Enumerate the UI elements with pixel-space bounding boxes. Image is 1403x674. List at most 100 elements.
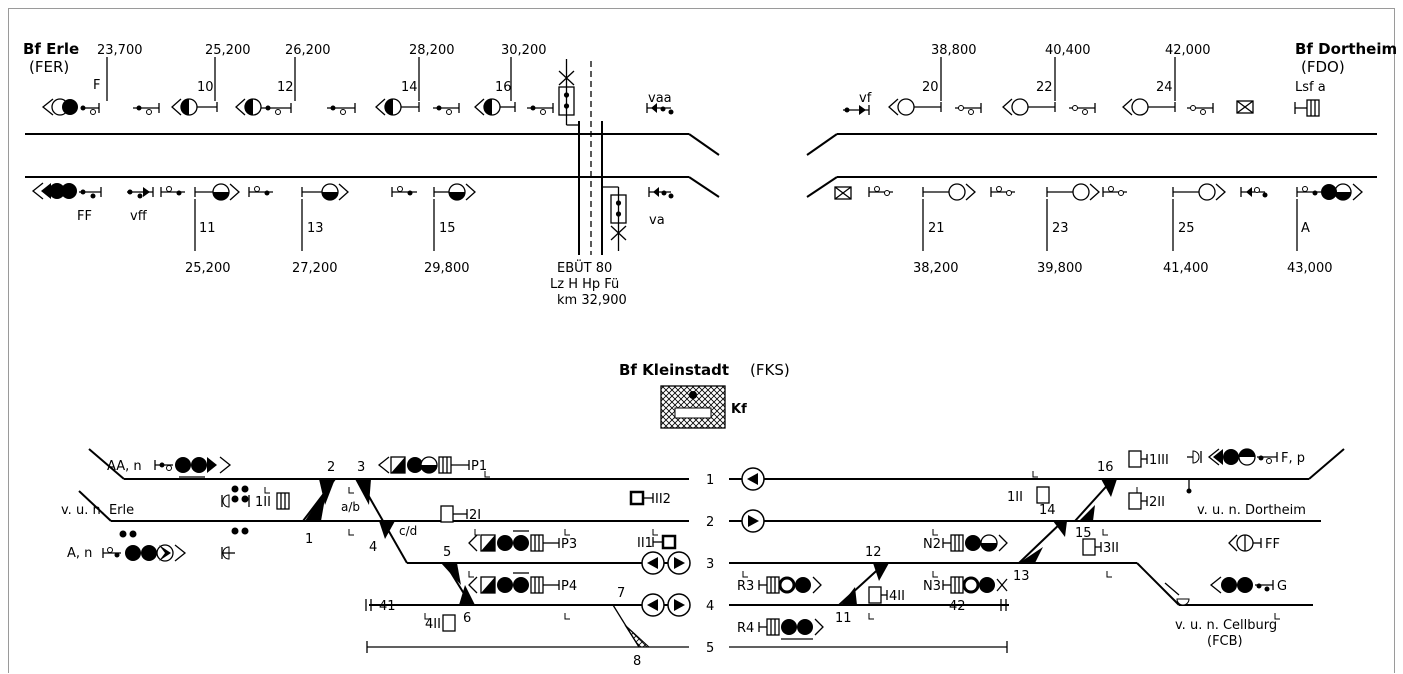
direction-arrow-icon	[641, 551, 691, 575]
distant-signal-icon	[868, 186, 893, 197]
direction-label-cellburg: v. u. n. Cellburg	[1175, 618, 1277, 633]
crossing-label-2: Lz H Hp Fü	[550, 277, 619, 292]
signal-number: 10	[197, 80, 214, 95]
exit-signal-label: R4	[737, 621, 754, 636]
km-label: 28,200	[409, 43, 455, 58]
km-label: 30,200	[501, 43, 547, 58]
station-erle-code: (FER)	[29, 58, 69, 76]
switch-number: 15	[1075, 526, 1092, 541]
km-label: 23,700	[97, 43, 143, 58]
distant-signal-icon	[133, 103, 160, 115]
direction-label-cellburg-code: (FCB)	[1207, 634, 1243, 649]
switch-number: 13	[1013, 569, 1030, 584]
shunting-sign-icon	[1128, 450, 1142, 468]
km-label: 27,200	[292, 261, 338, 276]
track-diagram: EBÜT 80 Lz H Hp Fü km 32,900 Bf Erle (FE…	[23, 40, 1396, 669]
block-signal-icon	[1172, 183, 1226, 201]
distant-signal-icon	[527, 103, 554, 115]
shunting-sign-icon	[868, 586, 882, 604]
exit-signal-icon	[758, 618, 824, 640]
platform-signal-label: II1	[637, 536, 653, 551]
signal-label-ff: FF	[77, 209, 92, 224]
direction-label-erle: v. u. n. Erle	[61, 503, 134, 518]
distant-signal-icon	[248, 186, 273, 197]
shunting-sign-icon	[442, 614, 456, 632]
block-signal-icon	[194, 183, 240, 201]
exit-signal-icon	[942, 534, 1008, 552]
platform-signal-label: P1	[471, 459, 487, 474]
signal-number: 16	[495, 80, 512, 95]
block-signal-icon	[1122, 98, 1176, 116]
distant-signal-icon	[1069, 103, 1096, 115]
direction-label-dortheim: v. u. n. Dortheim	[1197, 503, 1306, 518]
exit-signal-label: N3	[923, 579, 941, 594]
signal-number: A	[1301, 221, 1310, 236]
km-label: 25,200	[205, 43, 251, 58]
switch-number: 2	[327, 460, 335, 475]
main-signal-icon	[154, 456, 232, 478]
switch-number: 5	[443, 545, 451, 560]
signal-number: 20	[922, 80, 939, 95]
signal-number: 13	[307, 221, 324, 236]
exit-signal-label: R3	[737, 579, 754, 594]
exit-signal-icon	[468, 572, 560, 594]
block-signal-icon	[375, 98, 420, 116]
kleinstadt-title: Bf Kleinstadt	[619, 361, 729, 379]
signal-number: 21	[928, 221, 945, 236]
distant-board-icon	[1228, 534, 1262, 552]
block-label: 3II	[1103, 541, 1119, 556]
km-label: 25,200	[185, 261, 231, 276]
kf-label: Kf	[731, 402, 747, 417]
shunting-sign-icon	[1128, 492, 1142, 510]
interlocking-box-icon	[660, 385, 726, 429]
distant-signal-icon	[160, 186, 185, 197]
diagram-frame: EBÜT 80 Lz H Hp Fü km 32,900 Bf Erle (FE…	[8, 8, 1396, 673]
distant-signal-icon	[955, 103, 982, 115]
block-label: 1II	[1007, 490, 1023, 505]
signal-number: 11	[199, 221, 216, 236]
track-number: 5	[706, 641, 714, 656]
exit-signal-label: N2	[923, 537, 941, 552]
crossing-label-3: km 32,900	[557, 293, 627, 308]
switch-number: 14	[1039, 503, 1056, 518]
repeater-signal-icon	[1240, 187, 1268, 198]
repeater-signal-icon	[127, 187, 154, 199]
platform-signal-label: 2I	[469, 508, 481, 523]
signal-number: 25	[1178, 221, 1195, 236]
main-signal-icon	[1186, 448, 1278, 494]
exit-signal-icon	[377, 456, 470, 474]
platform-signal-label: II2	[655, 492, 671, 507]
switch-number: 7	[617, 586, 625, 601]
shunting-sign-icon	[1294, 99, 1320, 117]
signal-number: 14	[401, 80, 418, 95]
main-signal-icon	[102, 544, 187, 562]
block-label: 1III	[1149, 453, 1169, 468]
station-dortheim-code: (FDO)	[1301, 58, 1345, 76]
switch-number: 3	[357, 460, 365, 475]
shunting-signal-icon	[629, 490, 677, 550]
platform-signal-label: P4	[561, 579, 577, 594]
block-label: 4II	[889, 589, 905, 604]
station-dortheim-name: Bf Dortheim	[1295, 40, 1396, 58]
dwarf-signal-icon	[119, 485, 249, 560]
crossing-box-icon	[834, 186, 852, 200]
switch-number: 16	[1097, 460, 1114, 475]
switch-markers	[305, 479, 1117, 648]
block-signal-icon	[922, 183, 976, 201]
block-label-4II: 4II	[425, 617, 441, 632]
track-label-42: 42	[949, 599, 966, 614]
kleinstadt-code: (FKS)	[750, 361, 790, 379]
direction-arrow-icon	[741, 509, 765, 533]
km-label: 26,200	[285, 43, 331, 58]
block-signal-icon	[301, 183, 349, 201]
signal-label-vf: vf	[859, 91, 872, 106]
block-label: 2II	[1149, 495, 1165, 510]
block-signal-icon	[171, 98, 218, 116]
distant-signal-icon	[433, 103, 460, 115]
distant-signal-icon	[327, 103, 356, 115]
top-km-markers: 23,700 25,200 26,200 28,200 30,200 38,80…	[97, 43, 1211, 101]
distant-signal-icon	[1187, 103, 1214, 115]
derail-icon	[1164, 582, 1190, 606]
insulated-joints	[264, 471, 1280, 620]
km-label: 41,400	[1163, 261, 1209, 276]
